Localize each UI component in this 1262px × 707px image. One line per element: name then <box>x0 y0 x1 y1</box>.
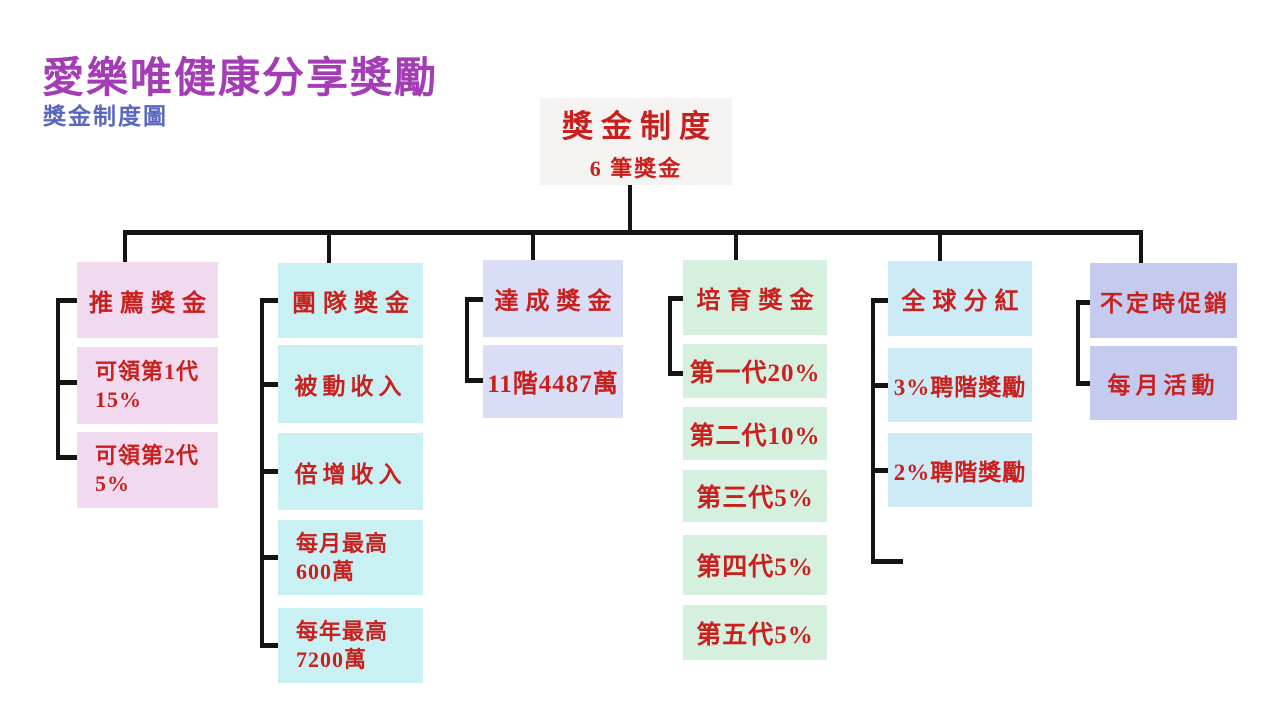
node-text-line: 每年最高 <box>296 618 389 644</box>
node-text-line: 培育獎金 <box>696 288 821 314</box>
bracket-referral-stub-gen1 <box>56 380 78 385</box>
node-gen1-20pct: 第一代20% <box>683 344 827 398</box>
node-gen5-5pct: 第五代5% <box>683 605 827 660</box>
connector-drop-5 <box>938 230 942 263</box>
connector-top-bar <box>123 230 1143 235</box>
root-node-subtitle: 6 筆獎金 <box>589 155 683 181</box>
node-text-line: 每月活動 <box>1107 373 1220 398</box>
node-yearly-max-72m: 每年最高 7200萬 <box>278 608 423 683</box>
node-global-dividend-header: 全球分紅 <box>888 261 1032 336</box>
node-text-line: 被動收入 <box>294 374 407 399</box>
node-text-line: 第五代5% <box>696 621 814 649</box>
node-referral-header: 推薦獎金 <box>77 262 218 338</box>
bracket-team-stub-monthly <box>260 555 278 560</box>
node-rank-reward-2pct: 2%聘階獎勵 <box>888 433 1032 507</box>
bracket-referral-stub-header <box>56 298 78 303</box>
node-referral-gen1-15pct: 可領第1代 15% <box>77 347 218 424</box>
connector-drop-3 <box>531 230 535 263</box>
node-nurture-header: 培育獎金 <box>683 260 827 335</box>
node-team-header: 團隊獎金 <box>278 263 423 338</box>
node-text-line: 15% <box>95 386 142 412</box>
connector-drop-2 <box>327 230 331 263</box>
node-text-line: 600萬 <box>296 558 356 584</box>
node-text-line: 7200萬 <box>296 646 368 672</box>
bracket-team-stub-passive <box>260 382 278 387</box>
bracket-achievement-vertical <box>465 297 469 383</box>
page-title: 愛樂唯健康分享獎勵 <box>42 54 439 101</box>
node-text-line: 團隊獎金 <box>292 291 416 317</box>
bracket-achievement-stub-tiers <box>465 378 483 383</box>
node-text-line: 2%聘階獎勵 <box>893 460 1027 485</box>
node-monthly-max-6m: 每月最高 600萬 <box>278 520 423 595</box>
node-text-line: 第一代20% <box>689 360 821 387</box>
node-text-line: 推薦獎金 <box>89 290 213 317</box>
node-gen2-10pct: 第二代10% <box>683 407 827 460</box>
bracket-nurture-vertical <box>668 296 672 376</box>
node-11-tiers-44870k: 11階4487萬 <box>483 345 623 418</box>
root-node-title: 獎金制度 <box>562 108 718 144</box>
node-text-line: 每月最高 <box>296 530 389 556</box>
bracket-nurture-stub-header <box>668 296 683 301</box>
node-achievement-header: 達成獎金 <box>483 260 623 337</box>
node-text-line: 11階4487萬 <box>487 370 619 398</box>
connector-drop-1 <box>123 230 127 263</box>
node-gen3-5pct: 第三代5% <box>683 470 827 522</box>
node-text-line: 第二代10% <box>689 422 821 450</box>
bracket-referral-stub-gen2 <box>56 455 78 460</box>
bracket-team-stub-yearly <box>260 643 278 648</box>
bracket-team-stub-multiply <box>260 469 278 474</box>
node-text-line: 第三代5% <box>696 485 814 512</box>
node-passive-income: 被動收入 <box>278 345 423 423</box>
node-text-line: 5% <box>95 471 130 496</box>
bracket-promo-vertical <box>1076 300 1080 384</box>
root-node-bonus-system: 獎金制度 6 筆獎金 <box>540 98 732 185</box>
node-text-line: 第四代5% <box>696 554 814 581</box>
node-referral-gen2-5pct: 可領第2代 5% <box>77 432 218 508</box>
node-monthly-activity: 每月活動 <box>1090 346 1237 420</box>
node-multiply-income: 倍增收入 <box>278 433 423 510</box>
node-text-line: 不定時促銷 <box>1100 290 1230 316</box>
node-text-line: 可領第1代 <box>95 358 200 384</box>
node-gen4-5pct: 第四代5% <box>683 535 827 595</box>
bracket-global-vertical <box>871 298 875 564</box>
bracket-global-stub-3pct <box>871 383 888 388</box>
connector-drop-6 <box>1139 230 1143 263</box>
node-text-line: 達成獎金 <box>494 289 619 315</box>
bracket-global-stub-bottom <box>871 559 903 564</box>
bracket-promo-stub-monthly <box>1076 381 1090 386</box>
connector-root-stem <box>628 185 632 231</box>
bracket-promo-stub-header <box>1076 300 1090 305</box>
bracket-team-stub-header <box>260 298 278 303</box>
bracket-referral-vertical <box>56 298 60 460</box>
connector-drop-4 <box>734 230 738 263</box>
node-text-line: 可領第2代 <box>95 443 200 468</box>
node-text-line: 3%聘階獎勵 <box>893 375 1027 400</box>
bracket-nurture-stub-gen1 <box>668 371 683 376</box>
bracket-global-stub-header <box>871 298 888 303</box>
node-text-line: 倍增收入 <box>294 461 407 487</box>
node-text-line: 全球分紅 <box>901 289 1026 315</box>
page-subtitle: 獎金制度圖 <box>43 103 168 129</box>
node-flash-promo-header: 不定時促銷 <box>1090 263 1237 338</box>
bracket-achievement-stub-header <box>465 297 483 302</box>
bracket-global-stub-2pct <box>871 468 888 473</box>
node-rank-reward-3pct: 3%聘階獎勵 <box>888 348 1032 422</box>
